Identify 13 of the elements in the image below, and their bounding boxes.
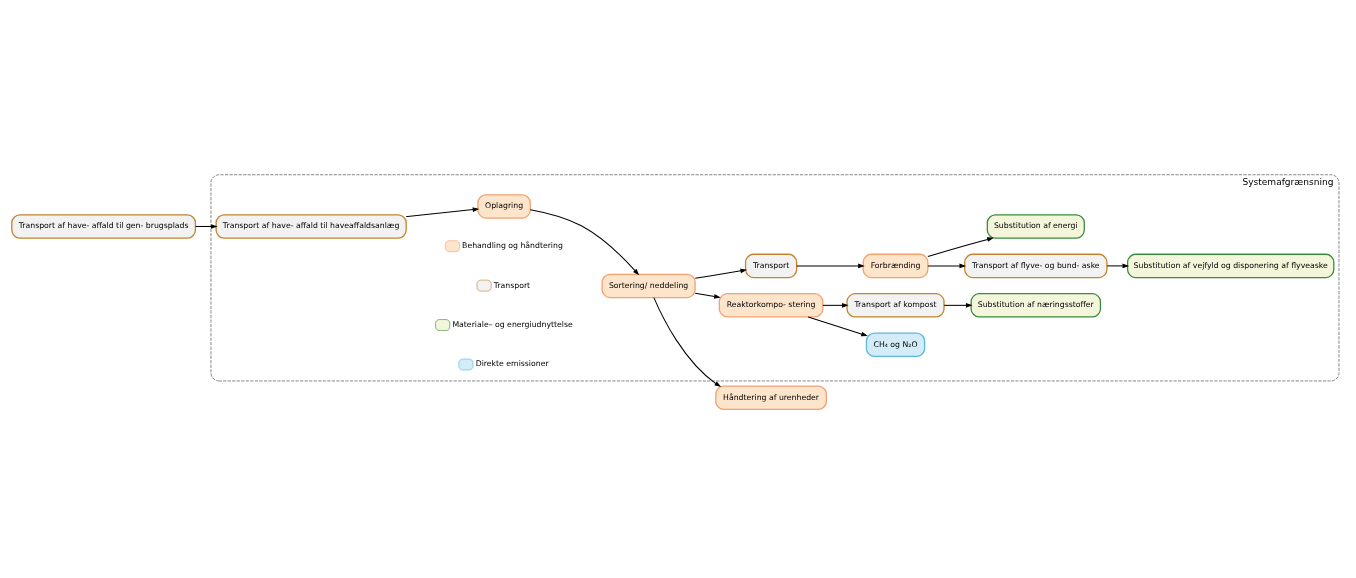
arrow <box>822 302 849 308</box>
arrow <box>694 292 721 299</box>
arrow <box>796 263 865 268</box>
arrow <box>195 223 218 229</box>
arrow <box>943 302 973 308</box>
arrow <box>529 208 640 275</box>
arrow <box>1106 263 1130 268</box>
arrow <box>927 263 967 268</box>
arrow <box>405 206 480 217</box>
arrow <box>653 296 722 387</box>
arrow <box>694 268 748 279</box>
arrow <box>807 316 868 336</box>
arrow <box>927 236 994 257</box>
